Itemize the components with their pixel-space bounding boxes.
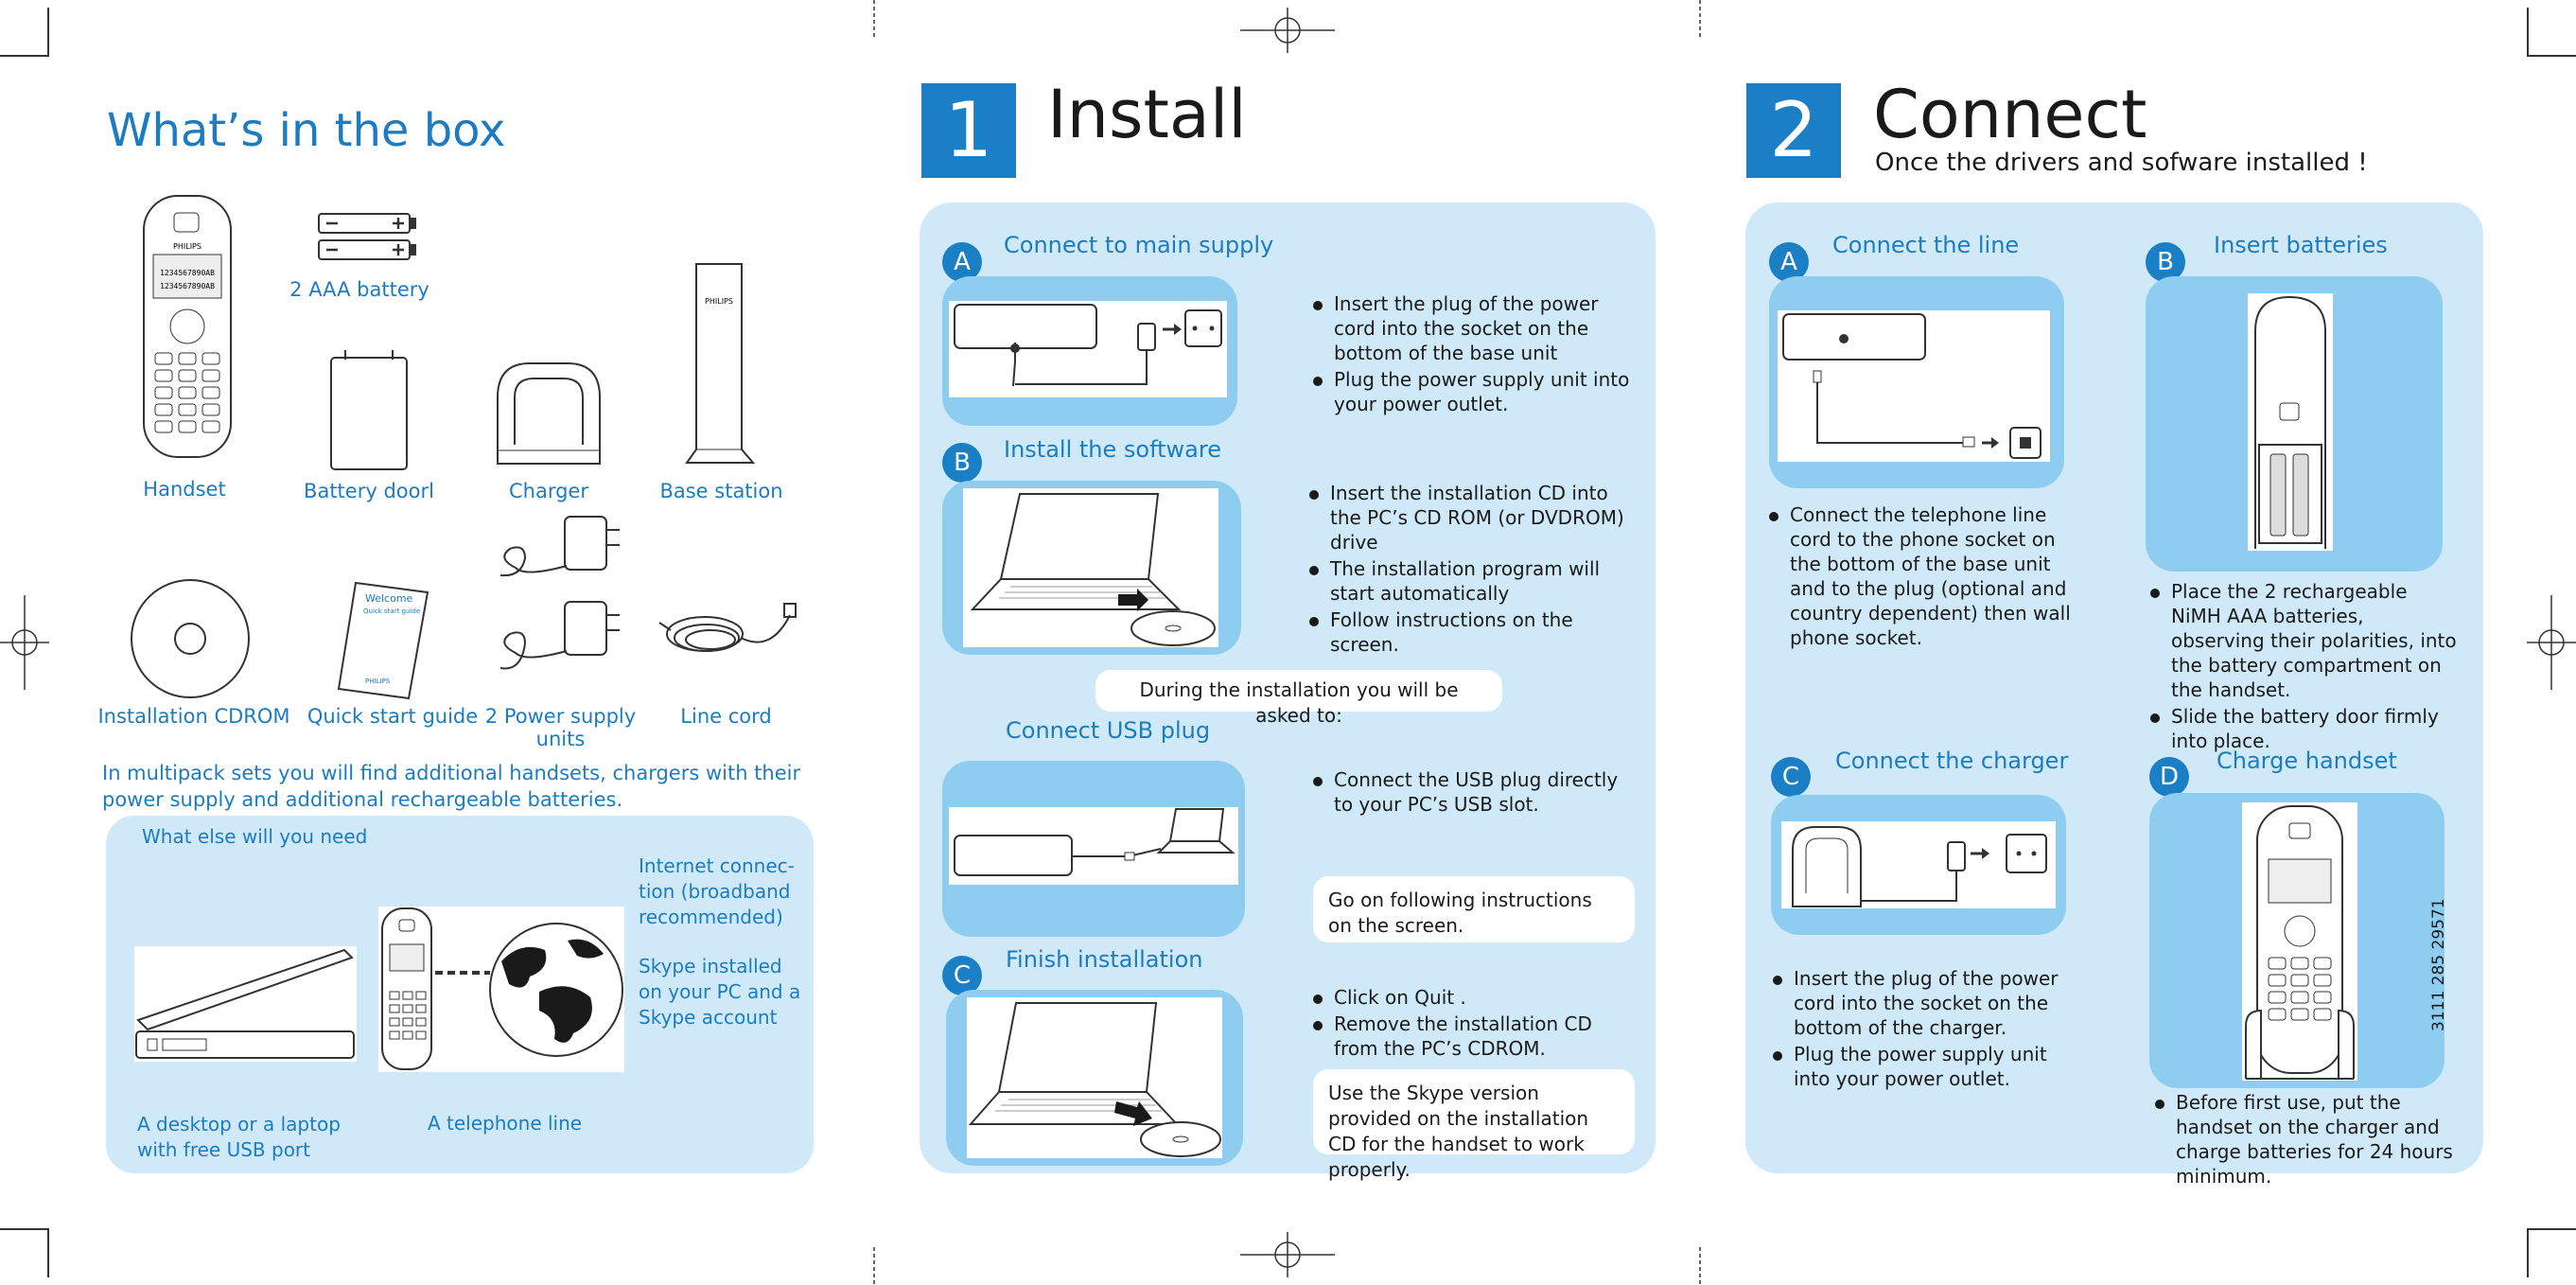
install-a-bullets: Insert the plug of the power cord into t… <box>1313 291 1635 418</box>
what-else-title: What else will you need <box>142 825 368 848</box>
handset-label: Handset <box>143 478 226 501</box>
line-cord-illustration <box>658 603 797 652</box>
laptop-cd-illustration <box>970 493 1216 646</box>
booklet-title: Welcome <box>365 592 413 605</box>
handset-illustration: PHILIPS 1234567890AB 1234567890AB <box>143 195 232 458</box>
connect-c-bullet: Plug the power supply unit into your pow… <box>1773 1042 2085 1091</box>
power-supply-label: 2 Power supply units <box>484 705 637 750</box>
handset-on-charger-illustration <box>2245 805 2355 1080</box>
install-title: Install <box>1047 76 1247 153</box>
product-code: 3111 285 29571 <box>2429 898 2448 1031</box>
install-b-bullet: Insert the installation CD into the PC’s… <box>1309 481 1631 554</box>
install-usb-title: Connect USB plug <box>1006 717 1211 744</box>
connect-b-title: Insert batteries <box>2214 232 2388 258</box>
connect-c-bullets: Insert the plug of the power cord into t… <box>1773 966 2085 1093</box>
connect-b-bullet: Slide the battery door firmly into place… <box>2150 704 2462 753</box>
phone-line-note: A telephone line <box>428 1112 583 1135</box>
connect-a-title: Connect the line <box>1832 232 2020 258</box>
crop-mark <box>2527 1228 2529 1277</box>
install-c-bullet: Remove the installation CD from the PC’s… <box>1313 1012 1635 1061</box>
install-a-bullet: Plug the power supply unit into your pow… <box>1313 367 1635 416</box>
connect-d-bullets: Before first use, put the handset on the… <box>2155 1090 2458 1190</box>
quick-start-label: Quick start guide <box>307 705 479 728</box>
connect-step-b-badge: B <box>2146 242 2185 282</box>
connect-step-c-badge: C <box>1771 757 1811 797</box>
install-c-bullets: Click on Quit . Remove the installation … <box>1313 985 1635 1063</box>
power-supply-illustration <box>499 516 620 670</box>
computer-note: A desktop or a laptop with free USB port <box>137 1113 341 1161</box>
skype-note: Skype installed on your PC and a Skype a… <box>639 955 801 1029</box>
connect-a-bullets: Connect the telephone line cord to the p… <box>1769 502 2072 652</box>
connect-c-bullet: Insert the plug of the power cord into t… <box>1773 966 2085 1040</box>
charger-label: Charger <box>509 480 588 502</box>
connect-a-bullet: Connect the telephone line cord to the p… <box>1769 502 2072 650</box>
crop-mark <box>2529 1228 2576 1230</box>
charger-illustration <box>497 362 601 465</box>
connect-b-bullet: Place the 2 rechargeable NiMH AAA batter… <box>2150 579 2462 702</box>
power-connection-diagram <box>954 304 1222 387</box>
battery-label: 2 AAA battery <box>289 278 429 301</box>
connect-d-title: Charge handset <box>2217 748 2397 774</box>
install-step-b-badge: B <box>942 443 982 483</box>
phone-globe-illustration <box>381 907 623 1070</box>
base-station-illustration: PHILIPS <box>685 263 756 464</box>
install-c-note: Use the Skype version provided on the in… <box>1313 1069 1635 1181</box>
install-step-a-badge: A <box>942 242 982 282</box>
connect-title: Connect <box>1873 76 2147 153</box>
laptop-cd-eject-illustration <box>968 1002 1221 1157</box>
install-usb-note: Go on following instructions on the scre… <box>1313 876 1635 942</box>
cdrom-illustration <box>131 579 250 698</box>
connect-c-title: Connect the charger <box>1835 748 2069 774</box>
line-cord-label: Line cord <box>680 705 772 728</box>
install-b-title: Install the software <box>1004 436 1221 463</box>
quick-start-booklet: Welcome Quick start guide PHILIPS <box>337 581 429 700</box>
install-b-bullets: Insert the installation CD into the PC’s… <box>1309 481 1631 659</box>
connect-d-bullet: Before first use, put the handset on the… <box>2155 1090 2458 1188</box>
battery-door-label: Battery doorl <box>304 480 434 502</box>
base-brand-text: PHILIPS <box>705 297 733 306</box>
install-a-title: Connect to main supply <box>1004 232 1274 258</box>
install-step-c-badge: C <box>942 956 982 995</box>
battery-icon <box>318 213 416 260</box>
crop-mark <box>47 1228 49 1277</box>
crop-mark <box>0 1228 47 1230</box>
handset-screen-line1: 1234567890AB <box>160 269 215 277</box>
booklet-subtitle: Quick start guide <box>363 607 420 615</box>
booklet-brand: PHILIPS <box>365 678 391 685</box>
base-station-label: Base station <box>659 480 783 502</box>
crop-mark <box>0 55 47 57</box>
install-c-bullet: Click on Quit . <box>1313 985 1635 1010</box>
usb-connection-diagram <box>954 808 1235 876</box>
handset-screen-line2: 1234567890AB <box>160 282 215 290</box>
crop-mark <box>2527 8 2529 57</box>
install-step-number: 1 <box>921 83 1016 178</box>
install-c-title: Finish installation <box>1006 946 1203 973</box>
charger-connection-diagram <box>1792 826 2047 907</box>
box-title: What’s in the box <box>107 104 506 157</box>
installation-asked-note: During the installation you will be aske… <box>1095 670 1502 727</box>
connect-b-bullets: Place the 2 rechargeable NiMH AAA batter… <box>2150 579 2462 755</box>
install-a-bullet: Insert the plug of the power cord into t… <box>1313 291 1635 365</box>
line-connection-diagram <box>1782 313 2042 459</box>
multipack-note: In multipack sets you will find addition… <box>102 762 801 811</box>
install-usb-bullets: Connect the USB plug directly to your PC… <box>1313 767 1635 819</box>
crop-mark <box>2529 55 2576 57</box>
install-b-bullet: The installation program will start auto… <box>1309 556 1631 606</box>
handset-back-battery-illustration <box>2254 295 2326 549</box>
battery-door-illustration <box>330 350 408 470</box>
connect-step-number: 2 <box>1746 83 1841 178</box>
connect-step-a-badge: A <box>1769 242 1809 282</box>
crop-mark <box>47 8 49 57</box>
install-usb-bullet: Connect the USB plug directly to your PC… <box>1313 767 1635 817</box>
cdrom-label: Installation CDROM <box>97 705 290 728</box>
connect-subtitle: Once the drivers and sofware installed ! <box>1875 149 2368 177</box>
internet-note: Internet connec-tion (broadband recommen… <box>639 854 795 928</box>
install-b-bullet: Follow instructions on the screen. <box>1309 607 1631 657</box>
handset-brand-text: PHILIPS <box>173 242 202 251</box>
laptop-closed-illustration <box>135 948 355 1059</box>
connect-step-d-badge: D <box>2149 757 2189 797</box>
